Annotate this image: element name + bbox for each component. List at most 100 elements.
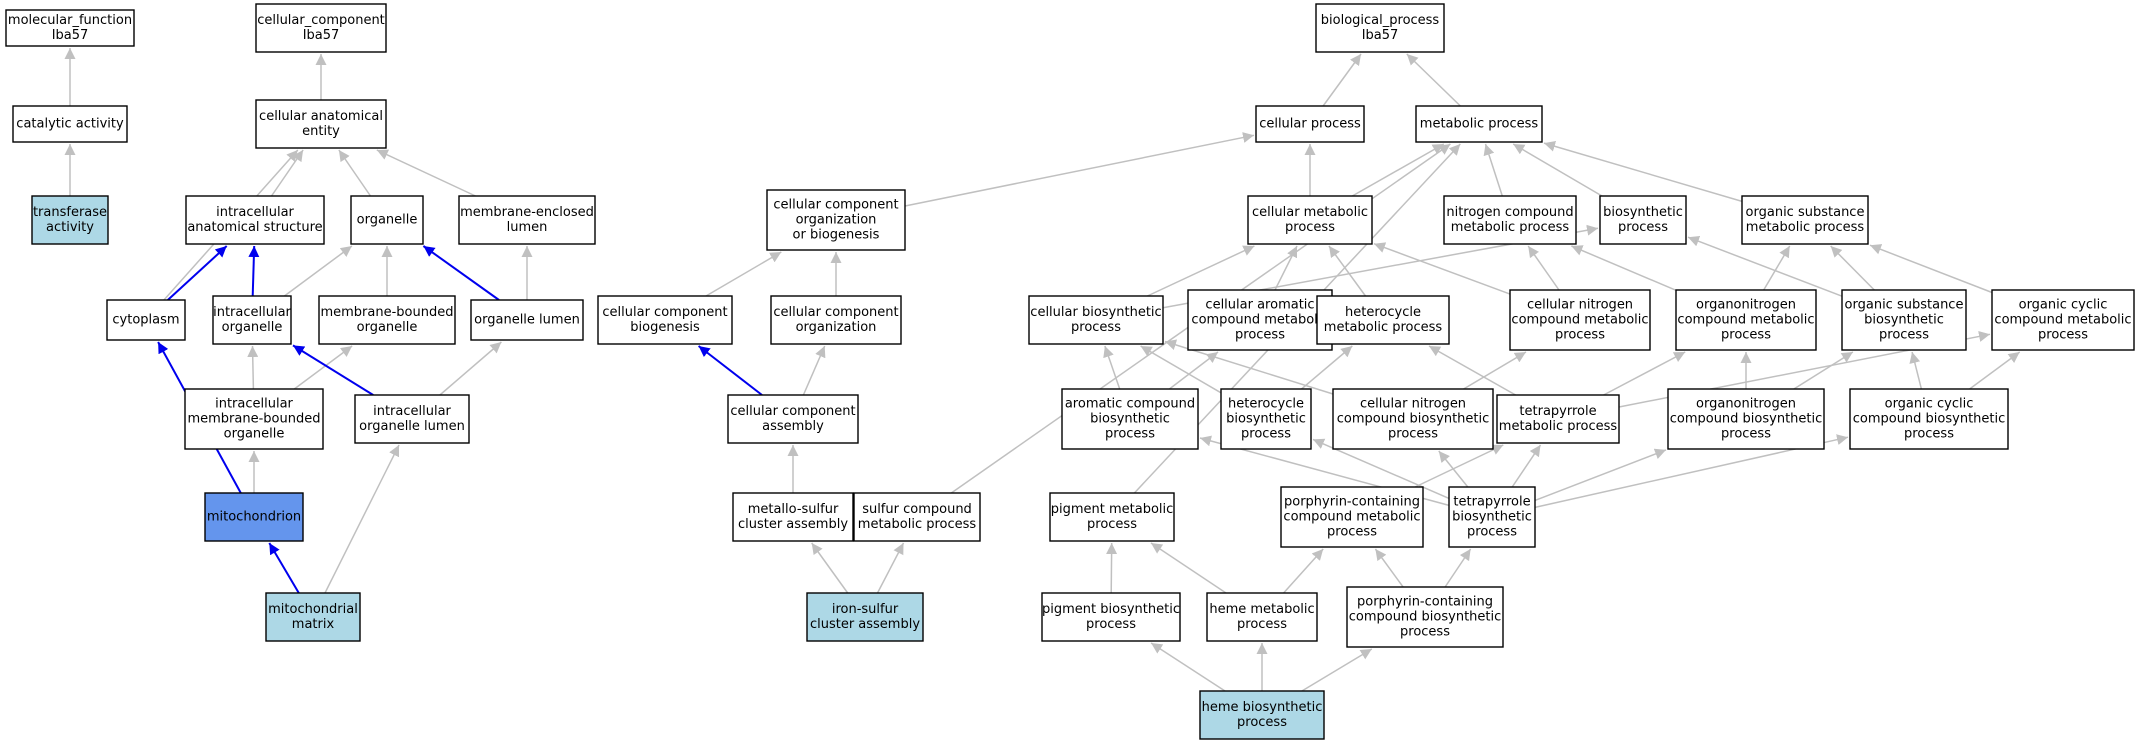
edge-imbo-to-io xyxy=(247,345,259,390)
edge-occbp-to-osbp xyxy=(1909,351,1923,390)
node-box xyxy=(1316,295,1450,345)
edge-cncmp-to-cmp xyxy=(1373,242,1511,295)
node-label-line: metabolic process xyxy=(1324,320,1443,335)
node-box xyxy=(184,388,324,450)
edge-hmp-to-cmp xyxy=(1328,245,1367,297)
node-label-line: organic cyclic xyxy=(2019,298,2108,313)
edge-occbp-to-occmp xyxy=(1969,351,2021,390)
node-label-line: cellular nitrogen xyxy=(1527,298,1633,313)
node-label-line: porphyrin-containing xyxy=(1284,495,1420,510)
edge-tbp-to-tmp xyxy=(1511,444,1542,488)
node-label-line: pigment metabolic xyxy=(1051,502,1174,517)
node-label-line: process xyxy=(2038,328,2088,343)
node-label-line: tetrapyrrole xyxy=(1453,495,1530,510)
node-box xyxy=(354,394,470,444)
node-label-line: transferase xyxy=(33,205,107,220)
node-label-line: sulfur compound xyxy=(862,502,972,517)
node-label-line: biosynthetic xyxy=(1603,205,1683,220)
node-box xyxy=(1841,289,1967,351)
node-label-line: compound biosynthetic xyxy=(1670,412,1823,427)
node-label-line: metabolic process xyxy=(1420,117,1539,132)
node-label-line: metabolic process xyxy=(1746,220,1865,235)
edge-pccbp-to-tbp xyxy=(1444,548,1472,588)
node-box xyxy=(265,592,361,642)
edge-ocbp-to-osbp xyxy=(1793,351,1854,390)
node-label-line: compound biosynthetic xyxy=(1853,412,2006,427)
node-label-line: organelle xyxy=(357,213,418,228)
edge-mm-to-iol xyxy=(324,444,400,594)
node-label-line: biological_process xyxy=(1321,13,1440,28)
node-label-line: Iba57 xyxy=(52,28,89,43)
node-label-line: intracellular xyxy=(215,397,293,412)
node-label-line: process xyxy=(1327,525,1377,540)
edge-iol-to-io xyxy=(292,344,374,396)
node-box xyxy=(458,195,596,245)
node-label-line: process xyxy=(1555,328,1605,343)
edge-pccbp-to-pccmp xyxy=(1374,548,1404,588)
node-label-line: compound biosynthetic xyxy=(1349,610,1502,625)
edge-cp-to-bp xyxy=(1322,53,1362,107)
edge-ccob-to-cp xyxy=(904,132,1255,207)
node-box xyxy=(597,295,733,345)
edge-mel-to-cae xyxy=(376,149,476,197)
edge-ocmp-to-osmp xyxy=(1763,245,1791,291)
node-box xyxy=(1041,592,1181,642)
edge-imbo-to-mbo xyxy=(293,345,353,390)
node-box xyxy=(1346,586,1504,648)
node-label-line: compound biosynthetic xyxy=(1337,412,1490,427)
node-box xyxy=(1061,388,1199,450)
edge-tmp-to-ocmp xyxy=(1603,351,1686,396)
node-label-line: organization xyxy=(796,320,877,335)
node-label-line: metabolic process xyxy=(1499,419,1618,434)
node-label-line: Iba57 xyxy=(1362,28,1399,43)
node-mito: mitochondrion xyxy=(204,492,304,542)
node-label-line: organic substance xyxy=(1845,298,1964,313)
edge-cacmp-to-cmp xyxy=(1274,245,1298,291)
node-box xyxy=(1849,388,2009,450)
edge-hbp-to-cbp xyxy=(1140,345,1222,394)
node-label-line: assembly xyxy=(762,419,824,434)
node-label-line: compound metabolic xyxy=(1677,313,1814,328)
node-box xyxy=(1667,388,1825,450)
node-label-line: compound metabolic xyxy=(1283,510,1420,525)
node-box xyxy=(853,492,981,542)
node-box xyxy=(350,195,424,245)
node-label-line: compound metabolic xyxy=(1191,313,1328,328)
node-label-line: process xyxy=(1071,320,1121,335)
node-label-line: intracellular xyxy=(213,305,291,320)
node-box xyxy=(1448,486,1536,548)
node-box xyxy=(31,195,109,245)
edge-osbp-to-osmp xyxy=(1830,245,1875,291)
node-box xyxy=(1741,195,1869,245)
edge-cca-to-ccb xyxy=(697,345,763,396)
node-label-line: process xyxy=(1241,427,1291,442)
node-label-line: organization xyxy=(796,213,877,228)
edge-tbp-to-ocbp xyxy=(1534,448,1667,502)
node-label-line: process xyxy=(1105,427,1155,442)
node-label-line: metabolic process xyxy=(858,517,977,532)
node-box xyxy=(1675,289,1817,351)
node-label-line: mitochondrion xyxy=(207,510,301,525)
node-label-line: organelle xyxy=(224,427,285,442)
node-label-line: membrane-enclosed xyxy=(460,205,594,220)
node-label-line: organic cyclic xyxy=(1885,397,1974,412)
node-box xyxy=(766,189,906,251)
edge-io-to-org xyxy=(283,245,353,297)
node-label-line: membrane-bounded xyxy=(320,305,453,320)
